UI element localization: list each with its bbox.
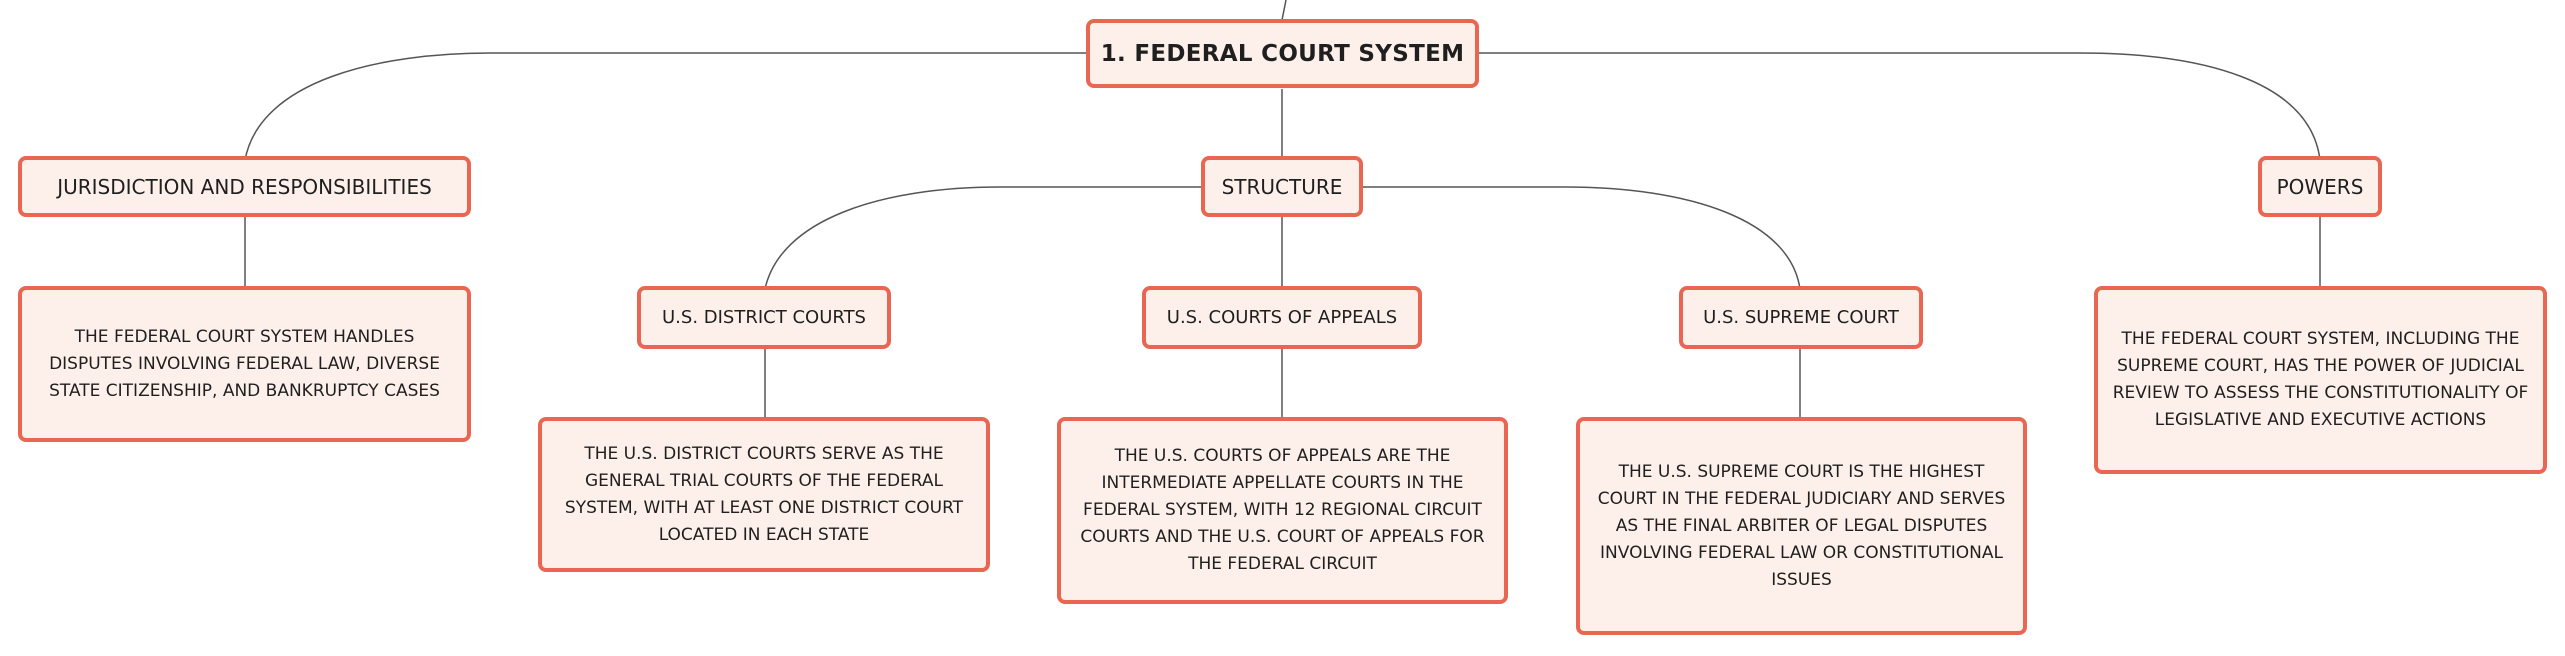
powers-detail-text: THE FEDERAL COURT SYSTEM, INCLUDING THE … xyxy=(2112,329,2529,430)
node-supreme-court-detail[interactable]: THE U.S. SUPREME COURT IS THE HIGHEST CO… xyxy=(1576,417,2027,635)
connector-structure-to-supreme xyxy=(1361,186,1801,290)
node-structure-label: STRUCTURE xyxy=(1221,174,1343,199)
node-us-courts-of-appeals[interactable]: U.S. COURTS OF APPEALS xyxy=(1142,286,1422,349)
courts-of-appeals-label: U.S. COURTS OF APPEALS xyxy=(1166,307,1398,328)
connector-root-to-jurisdiction xyxy=(244,52,1088,161)
district-courts-detail-text: THE U.S. DISTRICT COURTS SERVE AS THE GE… xyxy=(564,443,964,545)
node-powers[interactable]: POWERS xyxy=(2258,156,2382,217)
node-structure[interactable]: STRUCTURE xyxy=(1201,156,1363,217)
root-node-federal-court-system[interactable]: 1. FEDERAL COURT SYSTEM xyxy=(1086,19,1479,88)
supreme-court-detail-text: THE U.S. SUPREME COURT IS THE HIGHEST CO… xyxy=(1597,461,2006,590)
node-courts-of-appeals-detail[interactable]: THE U.S. COURTS OF APPEALS ARE THE INTER… xyxy=(1057,417,1508,604)
node-jurisdiction-detail[interactable]: THE FEDERAL COURT SYSTEM HANDLES DISPUTE… xyxy=(18,286,471,442)
supreme-court-label: U.S. SUPREME COURT xyxy=(1703,307,1899,328)
connector-root-to-powers xyxy=(1476,52,2321,161)
district-courts-label: U.S. DISTRICT COURTS xyxy=(662,307,866,328)
connector-parent-to-root xyxy=(1281,0,1287,21)
node-us-supreme-court[interactable]: U.S. SUPREME COURT xyxy=(1679,286,1923,349)
jurisdiction-detail-text: THE FEDERAL COURT SYSTEM HANDLES DISPUTE… xyxy=(49,326,440,401)
node-powers-detail[interactable]: THE FEDERAL COURT SYSTEM, INCLUDING THE … xyxy=(2094,286,2547,474)
root-node-label: 1. FEDERAL COURT SYSTEM xyxy=(1100,40,1465,67)
node-us-district-courts[interactable]: U.S. DISTRICT COURTS xyxy=(637,286,891,349)
node-powers-label: POWERS xyxy=(2276,174,2364,199)
courts-of-appeals-detail-text: THE U.S. COURTS OF APPEALS ARE THE INTER… xyxy=(1080,446,1485,574)
node-jurisdiction-and-responsibilities[interactable]: JURISDICTION AND RESPONSIBILITIES xyxy=(18,156,471,217)
connector-structure-to-district xyxy=(764,186,1203,290)
node-jurisdiction-label: JURISDICTION AND RESPONSIBILITIES xyxy=(57,174,432,199)
node-district-courts-detail[interactable]: THE U.S. DISTRICT COURTS SERVE AS THE GE… xyxy=(538,417,990,572)
